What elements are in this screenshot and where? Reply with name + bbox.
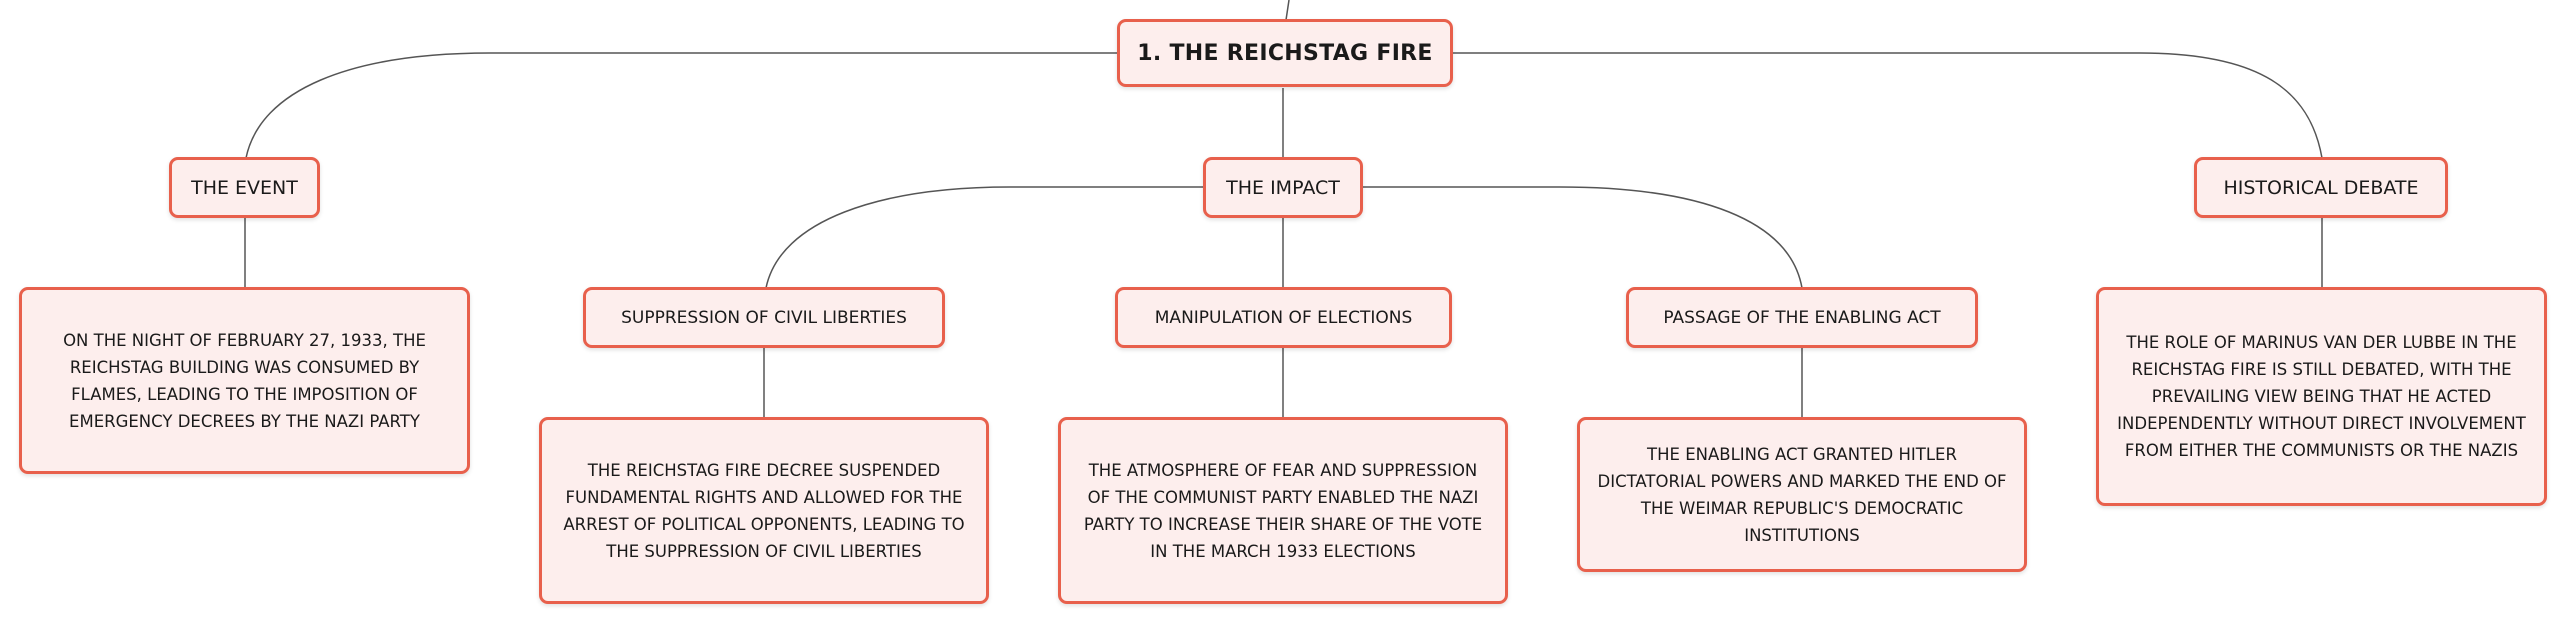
connector-impact-to-civil <box>765 186 1203 289</box>
topic-label: THE IMPACT <box>1226 176 1340 199</box>
detail-text: THE ATMOSPHERE OF FEAR AND SUPPRESSION O… <box>1083 460 1483 561</box>
topic-label: HISTORICAL DEBATE <box>2223 176 2419 199</box>
topic-historical-debate[interactable]: HISTORICAL DEBATE <box>2194 157 2448 218</box>
event-detail[interactable]: ON THE NIGHT OF FEBRUARY 27, 1933, THE R… <box>19 287 470 474</box>
elections-detail[interactable]: THE ATMOSPHERE OF FEAR AND SUPPRESSION O… <box>1058 417 1508 604</box>
connector-root-to-debate <box>1453 52 2323 159</box>
civil-liberties-detail[interactable]: THE REICHSTAG FIRE DECREE SUSPENDED FUND… <box>539 417 989 604</box>
topic-impact[interactable]: THE IMPACT <box>1203 157 1363 218</box>
connector-root-to-event <box>245 52 1117 159</box>
connector-impact-to-enabling <box>1363 186 1803 289</box>
root-node[interactable]: 1. THE REICHSTAG FIRE <box>1117 19 1453 87</box>
subtopic-civil-liberties[interactable]: SUPPRESSION OF CIVIL LIBERTIES <box>583 287 945 348</box>
detail-text: THE ENABLING ACT GRANTED HITLER DICTATOR… <box>1597 444 2007 545</box>
subtopic-label: SUPPRESSION OF CIVIL LIBERTIES <box>621 307 907 328</box>
detail-text: THE ROLE OF MARINUS VAN DER LUBBE IN THE… <box>2117 333 2526 460</box>
detail-text: THE REICHSTAG FIRE DECREE SUSPENDED FUND… <box>563 460 965 561</box>
debate-detail[interactable]: THE ROLE OF MARINUS VAN DER LUBBE IN THE… <box>2096 287 2547 506</box>
root-label: 1. THE REICHSTAG FIRE <box>1137 40 1433 66</box>
connector-parent-to-root <box>1285 0 1290 21</box>
topic-label: THE EVENT <box>191 176 298 199</box>
detail-text: ON THE NIGHT OF FEBRUARY 27, 1933, THE R… <box>63 330 426 431</box>
enabling-act-detail[interactable]: THE ENABLING ACT GRANTED HITLER DICTATOR… <box>1577 417 2027 572</box>
subtopic-elections[interactable]: MANIPULATION OF ELECTIONS <box>1115 287 1452 348</box>
subtopic-label: MANIPULATION OF ELECTIONS <box>1154 307 1413 328</box>
subtopic-label: PASSAGE OF THE ENABLING ACT <box>1663 307 1941 328</box>
topic-event[interactable]: THE EVENT <box>169 157 320 218</box>
subtopic-enabling-act[interactable]: PASSAGE OF THE ENABLING ACT <box>1626 287 1978 348</box>
